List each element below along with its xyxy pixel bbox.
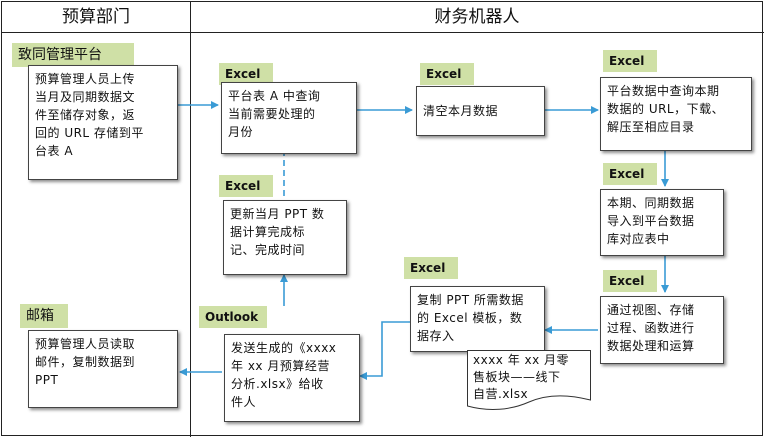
- box-clear-month-data-text: 清空本月数据: [423, 104, 499, 118]
- tag-excel-6: Excel: [219, 175, 273, 197]
- header-divider: [1, 32, 764, 33]
- lane-title-budget-dept: 预算部门: [62, 7, 130, 27]
- box-read-mail-text: 预算管理人员读取 邮件，复制数据到 PPT: [35, 337, 136, 387]
- box-query-table-a: 平台表 A 中查询 当前需要处理的 月份: [221, 82, 357, 154]
- box-copy-template-text: 复制 PPT 所需数据 的 Excel 模板，数 据存入: [417, 293, 524, 343]
- lane-divider: [190, 1, 191, 437]
- box-query-table-a-text: 平台表 A 中查询 当前需要处理的 月份: [228, 89, 321, 139]
- tag-excel-4: Excel: [603, 163, 657, 185]
- box-import-data: 本期、同期数据 导入到平台数据 库对应表中: [600, 189, 724, 256]
- tag-excel-5: Excel: [603, 270, 657, 292]
- document-filename: xxxx 年 xx 月零 售板块——线下 自营.xlsx: [473, 353, 570, 401]
- tag-excel-7: Excel: [404, 257, 458, 279]
- tag-mailbox: 邮箱: [20, 304, 68, 328]
- box-send-mail-text: 发送生成的《xxxx 年 xx 月预算经营 分析.xlsx》给收 件人: [231, 341, 337, 409]
- tag-excel-1: Excel: [219, 63, 273, 85]
- tag-zhitong-platform: 致同管理平台: [12, 43, 134, 67]
- document-excel-file: xxxx 年 xx 月零 售板块——线下 自营.xlsx: [467, 350, 591, 414]
- box-send-mail: 发送生成的《xxxx 年 xx 月预算经营 分析.xlsx》给收 件人: [224, 334, 360, 422]
- box-upload-data-text: 预算管理人员上传 当月及同期数据文 件至储存对象，返 回的 URL 存储到平 台…: [35, 72, 144, 158]
- box-process-data: 通过视图、存储 过程、函数进行 数据处理和运算: [600, 296, 724, 364]
- tag-excel-3: Excel: [603, 50, 657, 72]
- document-shape: [467, 350, 591, 410]
- box-import-data-text: 本期、同期数据 导入到平台数据 库对应表中: [607, 196, 695, 246]
- box-upload-data: 预算管理人员上传 当月及同期数据文 件至储存对象，返 回的 URL 存储到平 台…: [28, 65, 178, 180]
- lane-title-finance-robot: 财务机器人: [434, 7, 520, 27]
- box-query-url: 平台数据中查询本期 数据的 URL，下载、 解压至相应目录: [600, 77, 752, 151]
- box-update-mark-text: 更新当月 PPT 数 据计算完成标 记、完成时间: [230, 207, 325, 257]
- box-copy-template: 复制 PPT 所需数据 的 Excel 模板，数 据存入: [410, 286, 545, 352]
- arrow-copy-to-send: [359, 321, 410, 380]
- box-process-data-text: 通过视图、存储 过程、函数进行 数据处理和运算: [607, 303, 695, 353]
- box-update-mark: 更新当月 PPT 数 据计算完成标 记、完成时间: [223, 200, 347, 275]
- tag-outlook: Outlook: [199, 306, 267, 328]
- box-query-url-text: 平台数据中查询本期 数据的 URL，下载、 解压至相应目录: [607, 84, 725, 134]
- box-clear-month-data: 清空本月数据: [416, 86, 545, 136]
- tag-excel-2: Excel: [420, 63, 474, 85]
- box-read-mail: 预算管理人员读取 邮件，复制数据到 PPT: [28, 330, 178, 408]
